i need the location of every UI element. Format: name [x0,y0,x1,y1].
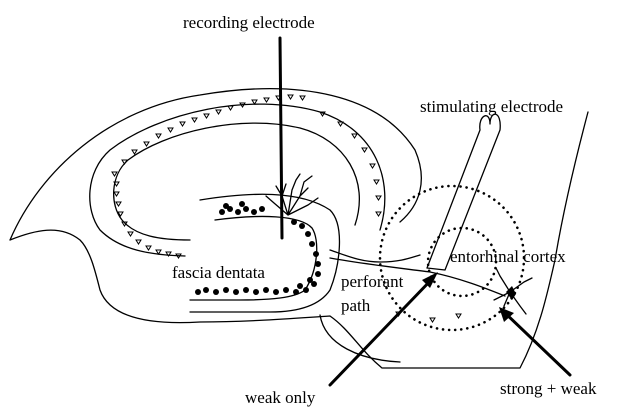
ca-layer-inner [114,123,360,240]
stimulating-electrode-label: stimulating electrode [420,97,563,116]
entorhinal-neuron [494,268,532,314]
perforant-path-label-line2: path [341,296,371,315]
recording-electrode [280,38,282,238]
entorhinal-cortex-label: entorhinal cortex [450,247,566,266]
weak-only-label: weak only [245,388,316,407]
fascia-dentata-label: fascia dentata [172,263,265,282]
perforant-path-label-line1: perforant [341,272,404,291]
hippocampus-outline [10,89,588,368]
strong-weak-label: strong + weak [500,379,597,398]
strong-weak-arrow [499,307,570,375]
recording-electrode-label: recording electrode [183,13,315,32]
ca-layer-outer [90,104,385,256]
